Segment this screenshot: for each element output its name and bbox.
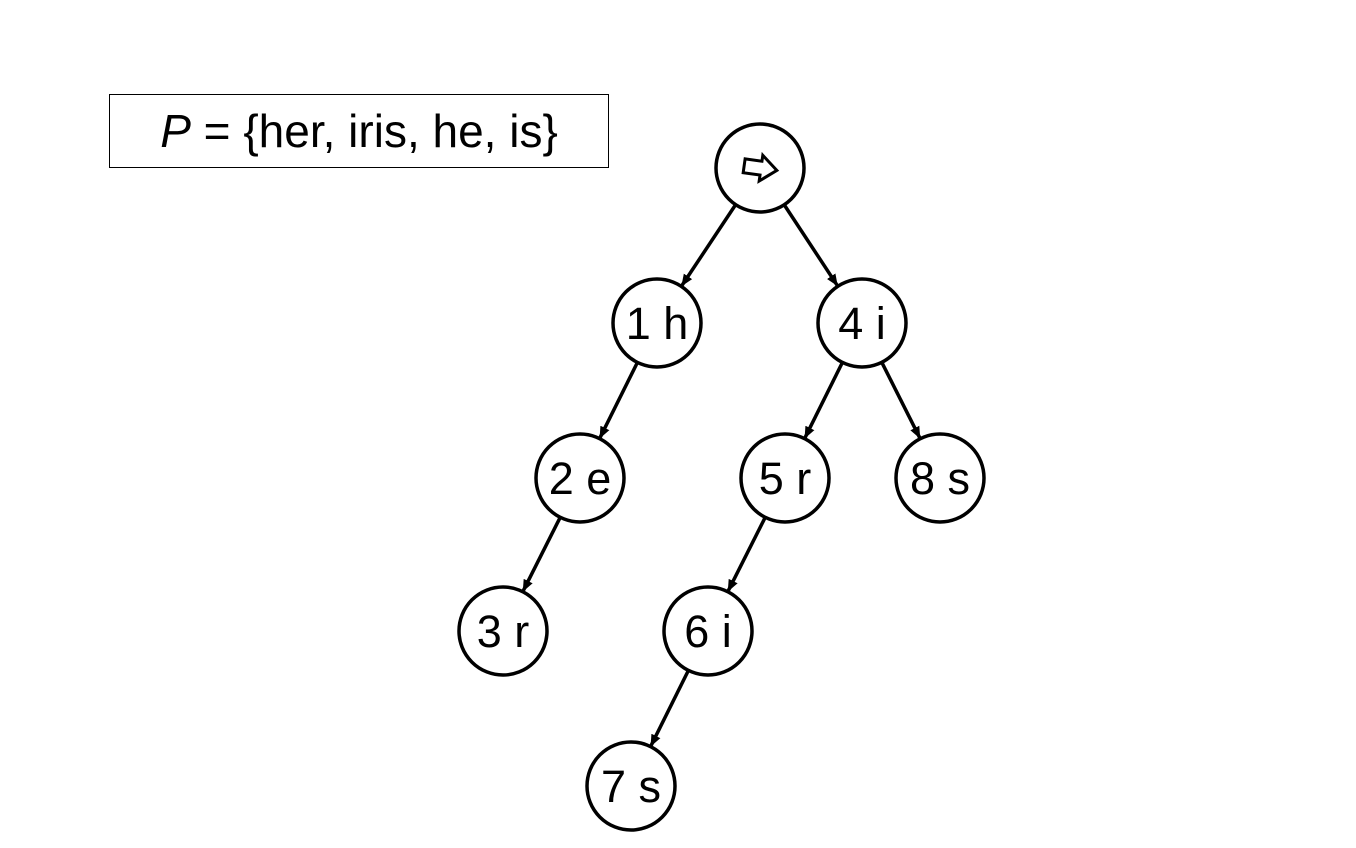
trie-root-node [714,122,806,214]
trie-node-5: 5 r [739,432,831,524]
edge-n5-n6 [726,516,767,592]
edge-n6-n7 [649,669,690,747]
trie-nodes: 1 h 2 e 3 r 4 i 5 r 6 i 7 s 8 s [457,122,986,832]
trie-node-circle [457,585,549,677]
edge-n1-n2 [598,361,639,439]
trie-node-label: 6 i [684,606,732,657]
edge-n4-n8 [880,361,922,439]
trie-node-circle [534,432,626,524]
trie-node-label: 5 r [759,453,812,504]
trie-node-circle [585,740,677,832]
trie-node-6: 6 i [662,585,754,677]
trie-node-1: 1 h [611,277,703,369]
trie-node-circle [611,277,703,369]
trie-node-label: 7 s [601,761,661,812]
trie-node-2: 2 e [534,432,626,524]
trie-node-circle [894,432,986,524]
pattern-set-variable: P [160,105,191,157]
trie-node-label: 4 i [838,298,886,349]
trie-node-circle [739,432,831,524]
pattern-set-values: {her, iris, he, is} [243,105,558,157]
trie-node-label: 2 e [549,453,612,504]
trie-node-8: 8 s [894,432,986,524]
trie-edges [521,203,922,747]
trie-node-circle [816,277,908,369]
trie-node-label: 1 h [626,298,689,349]
trie-node-label: 8 s [910,453,970,504]
edge-n4-n5 [803,361,844,439]
trie-node-label: 3 r [477,606,530,657]
trie-node-7: 7 s [585,740,677,832]
edge-root-n4 [782,203,839,287]
edge-root-n1 [680,203,738,287]
pattern-set-box: P = {her, iris, he, is} [109,94,609,168]
edge-n2-n3 [521,516,562,592]
right-arrow-icon [741,151,780,184]
pattern-set-equals: = [203,105,231,157]
trie-node-4: 4 i [816,277,908,369]
trie-node-circle [662,585,754,677]
trie-node-3: 3 r [457,585,549,677]
